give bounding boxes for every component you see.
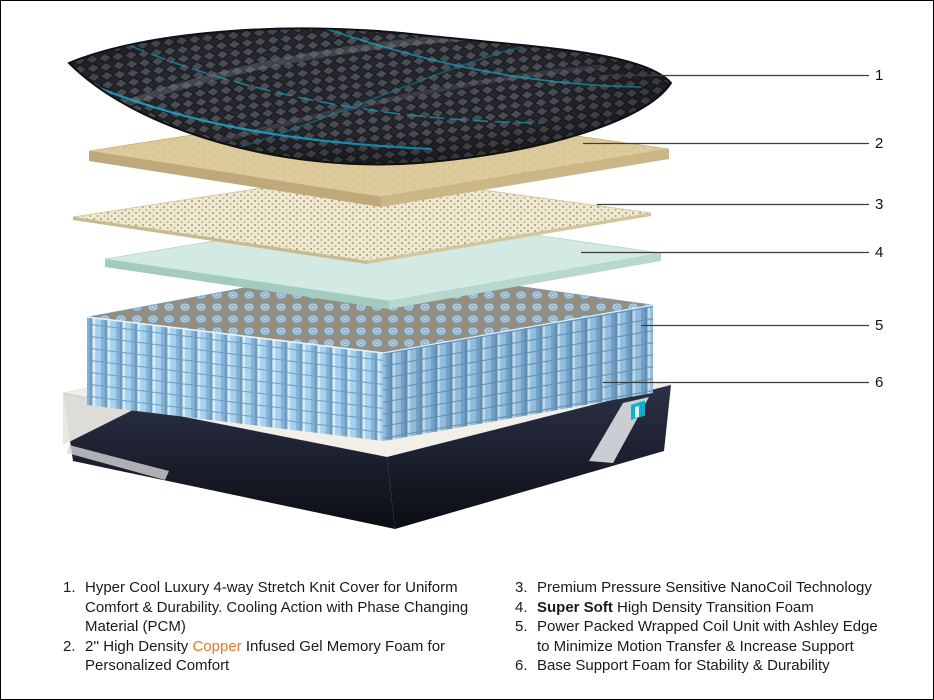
legend-text-highlight-supersoft: Super Soft [537,598,613,616]
callout-number-3: 3 [875,196,884,213]
layer-knit-cover [67,27,673,166]
legend-text: Premium Pressure Sensitive NanoCoil Tech… [537,578,885,598]
legend-text: 2'' High Density Copper Infused Gel Memo… [85,637,515,676]
legend-number: 1. [63,579,76,596]
legend-item-3: 3. Premium Pressure Sensitive NanoCoil T… [515,578,885,598]
callout-number-4: 4 [875,244,884,261]
legend-number: 4. [515,598,528,616]
legend-text: Base Support Foam for Stability & Durabi… [537,656,885,676]
legend-text: Power Packed Wrapped Coil Unit with Ashl… [537,617,885,656]
legend: 1. Hyper Cool Luxury 4-way Stretch Knit … [63,578,885,676]
legend-text-highlight-copper: Copper [192,637,242,655]
legend-item-1: 1. Hyper Cool Luxury 4-way Stretch Knit … [63,578,515,637]
legend-item-5: 5. Power Packed Wrapped Coil Unit with A… [515,617,885,656]
legend-number: 5. [515,618,528,635]
legend-text-part: Base Support Foam for Stability & Durabi… [537,657,830,674]
legend-text: Hyper Cool Luxury 4-way Stretch Knit Cov… [85,578,515,637]
legend-text-part: High Density Transition Foam [612,598,814,616]
legend-item-2: 2. 2'' High Density Copper Infused Gel M… [63,637,515,676]
legend-column-right: 3. Premium Pressure Sensitive NanoCoil T… [515,578,885,676]
callout-number-2: 2 [875,135,884,152]
legend-item-6: 6. Base Support Foam for Stability & Dur… [515,656,885,676]
legend-text: Super Soft High Density Transition Foam [537,598,885,618]
legend-item-4: 4. Super Soft High Density Transition Fo… [515,598,885,618]
legend-text-part: Infused Gel Memory Foam for Personalized… [85,637,446,675]
legend-text-part: Hyper Cool Luxury 4-way Stretch Knit Cov… [85,579,469,635]
legend-text-part: Premium Pressure Sensitive NanoCoil Tech… [537,579,872,596]
callout-lines [581,74,869,384]
legend-text-part: 2'' High Density [85,637,193,655]
legend-text-part: Power Packed Wrapped Coil Unit with Ashl… [537,618,878,655]
callout-number-1: 1 [875,67,884,84]
brand-mark-icon [631,400,645,420]
callout-number-5: 5 [875,317,884,334]
layer-nanocoil [72,172,652,264]
legend-number: 2. [63,637,76,655]
legend-number: 3. [515,579,528,596]
legend-column-left: 1. Hyper Cool Luxury 4-way Stretch Knit … [63,578,515,676]
callout-number-6: 6 [875,374,884,391]
legend-number: 6. [515,657,528,674]
